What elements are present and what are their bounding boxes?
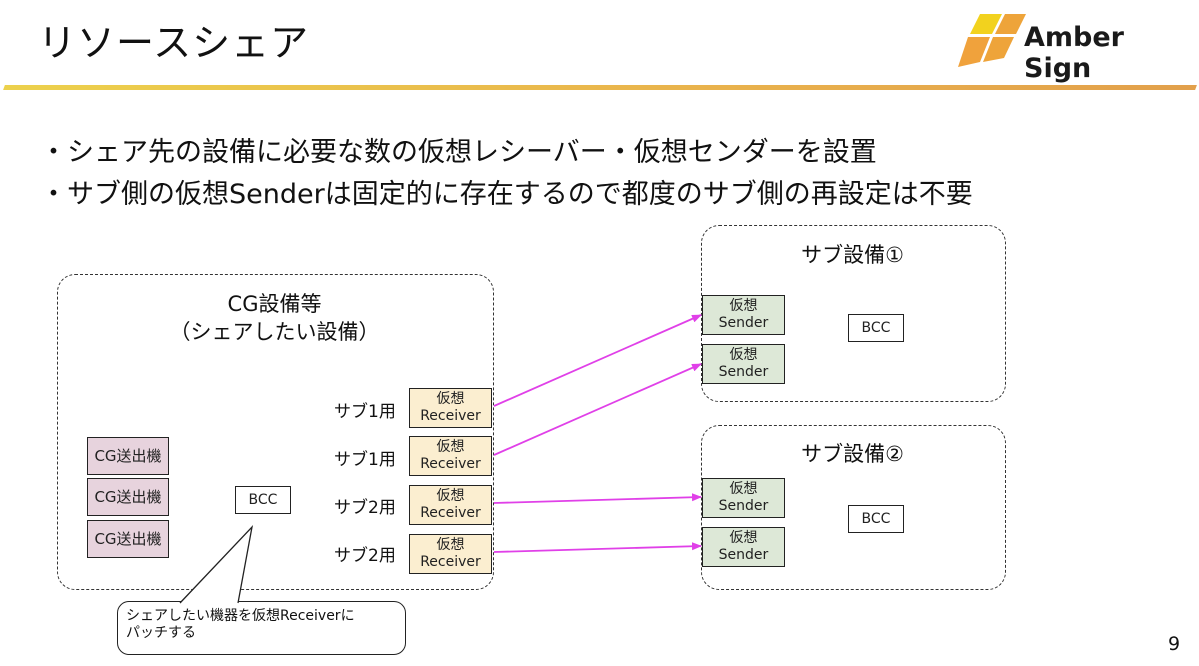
receiver-4-line2: Receiver [420, 554, 481, 570]
sender-2-1-line2: Sender [718, 498, 769, 514]
sender-1-2-line1: 仮想 [729, 347, 758, 363]
patch-callout: シェアしたい機器を仮想Receiverに パッチする [117, 601, 406, 655]
receiver-label-4: サブ2用 [334, 546, 396, 566]
amber-sign-logo-icon [958, 14, 1026, 67]
receiver-3-line1: 仮想 [436, 488, 465, 504]
callout-line1: シェアしたい機器を仮想Receiverに [126, 608, 355, 624]
sub-facility-2-group [701, 425, 1006, 590]
virtual-receiver-1: 仮想 Receiver [409, 388, 492, 428]
cg-facility-title-line1: CG設備等 [227, 292, 322, 316]
receiver-label-2: サブ1用 [334, 450, 396, 470]
receiver-label-1: サブ1用 [334, 402, 396, 422]
receiver-1-line1: 仮想 [436, 391, 465, 407]
sub-facility-1-group [701, 225, 1006, 402]
sub-facility-1-title: サブ設備① [801, 243, 904, 267]
patch-arrow-3 [493, 493, 702, 504]
sender-2-2-line1: 仮想 [729, 530, 758, 546]
cg-facility-title: CG設備等 （シェアしたい設備） [57, 290, 492, 346]
cg-device-2: CG送出機 [87, 478, 169, 516]
sender-2-1-line1: 仮想 [729, 481, 758, 497]
receiver-label-3: サブ2用 [334, 498, 396, 518]
bullet-2: ・サブ側の仮想Senderは固定的に存在するので都度のサブ側の再設定は不要 [40, 179, 973, 210]
virtual-receiver-2: 仮想 Receiver [409, 436, 492, 476]
virtual-receiver-4: 仮想 Receiver [409, 534, 492, 574]
cg-facility-title-line2: （シェアしたい設備） [169, 320, 380, 344]
virtual-sender-1-2: 仮想 Sender [702, 344, 785, 384]
patch-arrow-1 [493, 314, 702, 407]
sender-2-2-line2: Sender [718, 547, 769, 563]
logo-text: Amber Sign [1024, 22, 1124, 84]
patch-arrow-4 [493, 542, 702, 553]
sub-facility-2-title: サブ設備② [801, 442, 904, 466]
sender-1-2-line2: Sender [718, 364, 769, 380]
virtual-sender-2-1: 仮想 Sender [702, 478, 785, 518]
sender-1-1-line2: Sender [718, 315, 769, 331]
receiver-2-line2: Receiver [420, 456, 481, 472]
main-bcc: BCC [235, 486, 291, 514]
receiver-3-line2: Receiver [420, 505, 481, 521]
sub-1-bcc: BCC [848, 314, 904, 342]
patch-arrow-2 [493, 363, 702, 456]
sender-1-1-line1: 仮想 [729, 298, 758, 314]
cg-device-3: CG送出機 [87, 520, 169, 558]
cg-facility-group [57, 274, 494, 590]
slide-title: リソースシェア [38, 21, 310, 65]
receiver-4-line1: 仮想 [436, 537, 465, 553]
virtual-sender-2-2: 仮想 Sender [702, 527, 785, 567]
virtual-sender-1-1: 仮想 Sender [702, 295, 785, 335]
amber-sign-logo [958, 12, 1188, 68]
callout-line2: パッチする [126, 625, 196, 641]
receiver-1-line2: Receiver [420, 408, 481, 424]
virtual-receiver-3: 仮想 Receiver [409, 485, 492, 525]
bullet-1: ・シェア先の設備に必要な数の仮想レシーバー・仮想センダーを設置 [40, 137, 877, 168]
cg-device-1: CG送出機 [87, 437, 169, 475]
receiver-2-line1: 仮想 [436, 439, 465, 455]
page-number: 9 [1168, 633, 1181, 655]
sub-2-bcc: BCC [848, 505, 904, 533]
